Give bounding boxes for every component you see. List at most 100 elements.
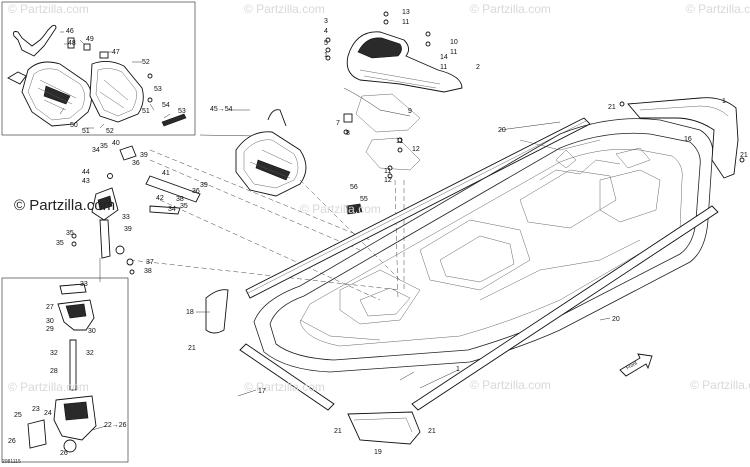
- callout: 9: [408, 108, 412, 115]
- callout: 32: [50, 350, 58, 357]
- callout: 41: [162, 170, 170, 177]
- callout: 25: [14, 412, 22, 419]
- callout: 26: [8, 438, 16, 445]
- callout: 18: [186, 309, 194, 316]
- callout: 33: [122, 214, 130, 221]
- front-bumper: [619, 97, 745, 179]
- callout: 2: [476, 64, 480, 71]
- callout: 22→26: [104, 422, 127, 429]
- hull: [253, 118, 714, 373]
- callout: 35: [56, 240, 64, 247]
- callout: 20: [498, 127, 506, 134]
- callout: 42: [156, 195, 164, 202]
- callout: 30: [88, 328, 96, 335]
- callout: 29: [46, 326, 54, 333]
- callout: 36: [132, 160, 140, 167]
- callout: 11: [440, 64, 448, 71]
- callout: 50: [70, 122, 78, 129]
- callout: 1: [456, 366, 460, 373]
- callout: 21: [188, 345, 196, 352]
- callout: 12: [412, 146, 420, 153]
- callout: 14: [440, 54, 448, 61]
- callout: 49: [86, 36, 94, 43]
- callout: 39: [140, 152, 148, 159]
- callout: 56: [350, 184, 358, 191]
- callout: 11: [384, 168, 392, 175]
- callout: 7: [336, 120, 340, 127]
- callout: 34: [92, 147, 100, 154]
- front-seat-part: [325, 11, 463, 179]
- front-arrow: [619, 353, 653, 377]
- callout: 19: [374, 449, 382, 456]
- callout: 1: [324, 52, 328, 59]
- callout: 37: [146, 259, 154, 266]
- callout: 35: [66, 230, 74, 237]
- callout: 20: [612, 316, 620, 323]
- watermark: © Partzilla.com: [244, 2, 325, 16]
- callout: 8: [346, 130, 350, 137]
- callout: 4: [324, 28, 328, 35]
- watermark: © Partzilla.com: [690, 378, 750, 392]
- watermark: © Partzilla.com: [470, 378, 551, 392]
- callout: 24: [44, 410, 52, 417]
- callout: 21: [428, 428, 436, 435]
- callout: 21: [608, 104, 616, 111]
- callout: 21: [334, 428, 342, 435]
- callout: 12: [384, 177, 392, 184]
- callout: 23: [32, 406, 40, 413]
- callout: 40: [112, 140, 120, 147]
- callout: 17: [258, 388, 266, 395]
- callout: 54: [162, 102, 170, 109]
- callout: 48: [68, 40, 76, 47]
- callout: 27: [46, 304, 54, 311]
- callout: 26: [60, 450, 68, 457]
- callout: 32: [86, 350, 94, 357]
- callout: 28: [50, 368, 58, 375]
- callout: 53: [178, 108, 186, 115]
- guide-lines: [129, 149, 405, 301]
- callout: 52: [142, 59, 150, 66]
- steering-parts: [71, 145, 363, 282]
- rear-seat-part: [235, 109, 307, 197]
- callout: 51: [82, 128, 90, 135]
- main-watermark: © Partzilla.com: [14, 197, 116, 214]
- callout: 44: [82, 169, 90, 176]
- callout: 11: [396, 138, 404, 145]
- watermark: © Partzilla.com: [686, 2, 750, 16]
- callout: 5: [324, 40, 328, 47]
- callout: 52: [106, 128, 114, 135]
- callout: 38: [144, 268, 152, 275]
- callout: 3: [324, 18, 328, 25]
- callout: 16: [684, 136, 692, 143]
- callout: 34: [168, 206, 176, 213]
- callout: 39: [200, 182, 208, 189]
- callout: 55: [360, 196, 368, 203]
- watermark: © Partzilla.com: [300, 202, 381, 216]
- document-id: 2081115: [2, 459, 21, 465]
- watermark: © Partzilla.com: [244, 380, 325, 394]
- watermark: © Partzilla.com: [8, 2, 89, 16]
- seat-inset-box: [1, 1, 196, 136]
- callout: 53: [154, 86, 162, 93]
- callout: 46: [66, 28, 74, 35]
- callout: 39: [124, 226, 132, 233]
- callout: 11: [402, 19, 410, 26]
- callout: 35: [100, 143, 108, 150]
- bottom-side-rail: [239, 205, 719, 411]
- callout: 45→54: [210, 106, 233, 113]
- callout: 13: [402, 9, 410, 16]
- watermark: © Partzilla.com: [8, 380, 89, 394]
- callout: 38: [176, 196, 184, 203]
- callout: 30: [46, 318, 54, 325]
- callout: 51: [142, 108, 150, 115]
- callout: 21: [740, 152, 748, 159]
- throttle-inset-box: [1, 277, 129, 463]
- watermark: © Partzilla.com: [470, 2, 551, 16]
- callout: 11: [450, 49, 458, 56]
- callout: 43: [82, 178, 90, 185]
- callout: 47: [112, 49, 120, 56]
- callout: 10: [450, 39, 458, 46]
- callout: 1: [722, 98, 726, 105]
